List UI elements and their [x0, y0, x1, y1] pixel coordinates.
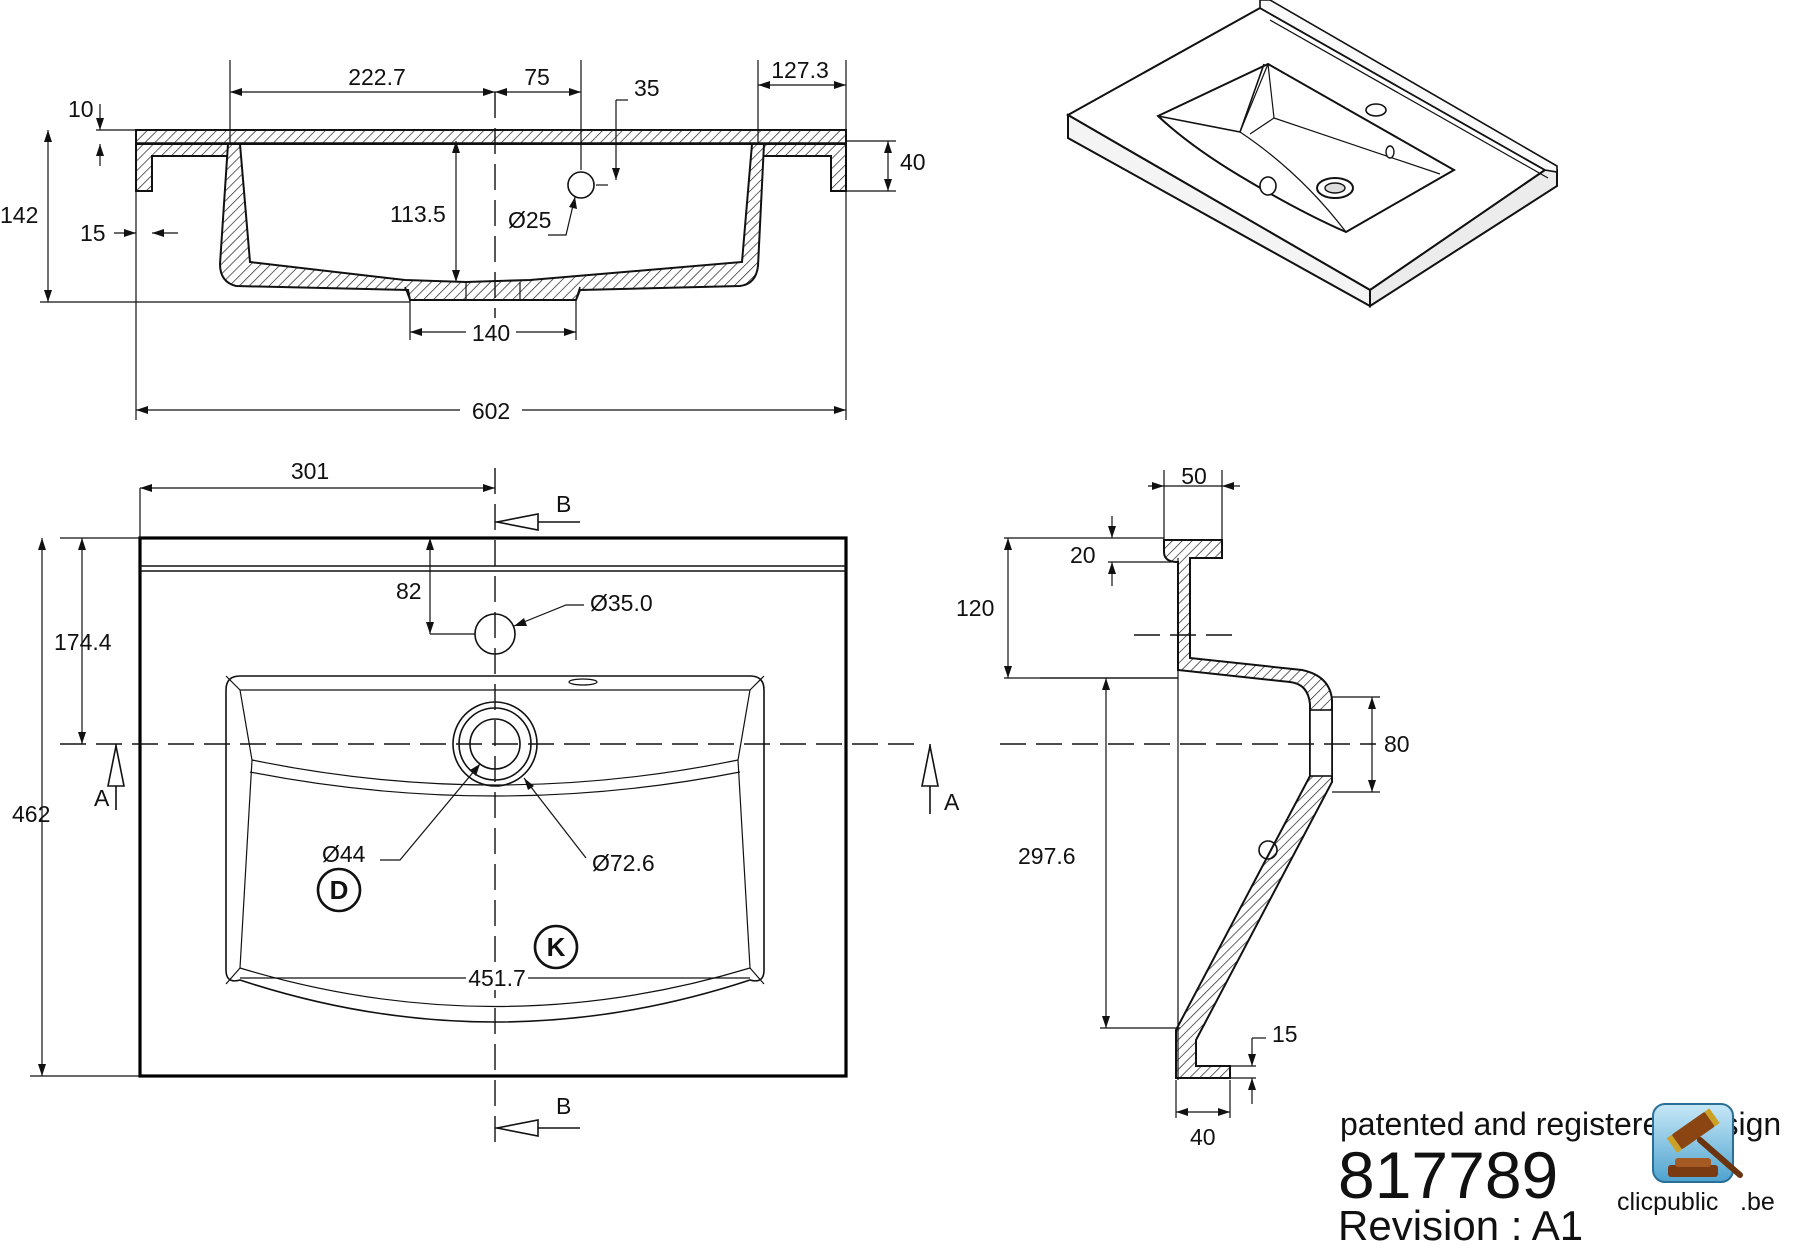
auction-gavel-icon — [1652, 1103, 1743, 1183]
plan-outline — [138, 536, 848, 1078]
section-mark-a-left: A — [94, 785, 110, 811]
dim-d72-6: Ø72.6 — [592, 850, 655, 876]
dim-113-5: 113.5 — [390, 201, 446, 227]
basin-outline — [225, 675, 765, 1023]
dim-120: 120 — [956, 595, 994, 621]
dim-40-sect: 40 — [1190, 1124, 1216, 1150]
dim-15-elev: 15 — [80, 220, 106, 246]
dim-80: 80 — [1384, 731, 1410, 757]
dim-40: 40 — [900, 149, 926, 175]
dim-15-sect: 15 — [1272, 1021, 1298, 1047]
logo-text-suffix: .be — [1740, 1188, 1775, 1216]
dim-35: 35 — [634, 75, 660, 101]
design-number: 817789 — [1338, 1138, 1558, 1212]
badge-d — [316, 867, 362, 913]
dim-82: 82 — [396, 578, 422, 604]
elevation-view: 222.7 75 35 127.3 10 40 142 15 11 — [0, 57, 926, 424]
dim-142: 142 — [0, 202, 38, 228]
dim-602: 602 — [472, 398, 510, 424]
plan-view: B B A A 301 82 Ø35.0 174.4 462 — [12, 458, 960, 1148]
section-mark-a-right: A — [944, 789, 960, 815]
badge-k — [533, 924, 579, 970]
dim-d25: Ø25 — [508, 207, 551, 233]
dim-d35-0: Ø35.0 — [590, 590, 653, 616]
dim-75: 75 — [524, 64, 550, 90]
dim-10: 10 — [68, 96, 94, 122]
badge-k-label: K — [547, 932, 566, 962]
section-profile — [1163, 539, 1333, 1079]
section-view: 50 20 120 80 297.6 15 — [956, 463, 1410, 1150]
isometric-view — [1065, 0, 1558, 308]
dim-222-7: 222.7 — [348, 64, 406, 90]
dim-451-7: 451.7 — [468, 965, 526, 991]
watermark-logo: clicpublic .be — [1617, 1103, 1775, 1216]
elevation-basin-section — [135, 129, 847, 301]
dim-20: 20 — [1070, 542, 1096, 568]
logo-text-main: clicpublic — [1617, 1188, 1718, 1216]
dim-140: 140 — [472, 320, 510, 346]
dim-174-4: 174.4 — [54, 629, 112, 655]
revision-label: Revision : A1 — [1338, 1202, 1583, 1249]
dim-127-3: 127.3 — [771, 57, 829, 83]
section-mark-b-top: B — [556, 491, 571, 517]
dim-50: 50 — [1181, 463, 1207, 489]
dim-462: 462 — [12, 801, 50, 827]
badge-d-label: D — [330, 875, 349, 905]
dim-301: 301 — [291, 458, 329, 484]
dim-297-6: 297.6 — [1018, 843, 1076, 869]
dim-d44: Ø44 — [322, 841, 366, 867]
section-mark-b-bottom: B — [556, 1093, 571, 1119]
tap-hole-circle — [567, 171, 595, 199]
